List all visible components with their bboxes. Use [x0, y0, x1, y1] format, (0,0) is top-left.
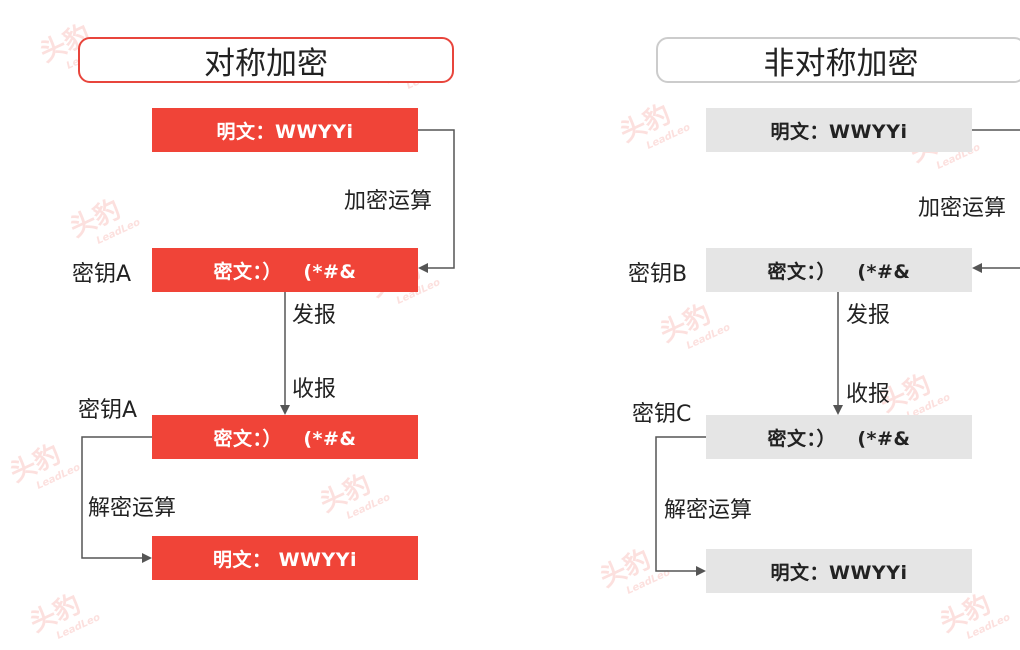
- asymmetric-key-label-top: 密钥B: [628, 262, 688, 287]
- asymmetric-send-label: 发报: [846, 303, 891, 328]
- symmetric-key-label-top: 密钥A: [72, 262, 132, 287]
- symmetric-title: 对称加密: [78, 37, 454, 83]
- flow-connectors: [81, 129, 1020, 576]
- symmetric-decrypt-label: 解密运算: [88, 496, 177, 521]
- symmetric-receive-label: 收报: [292, 377, 337, 402]
- asymmetric-key-label-bottom: 密钥C: [632, 402, 692, 427]
- encrypt-arrow-left: [418, 129, 455, 273]
- asymmetric-encrypt-label: 加密运算: [918, 196, 1007, 221]
- asymmetric-ciphertext-bottom-box: 密文：） (*#&: [706, 415, 972, 459]
- symmetric-plaintext-top-box: 明文：WWYYi: [152, 108, 418, 152]
- asymmetric-title: 非对称加密: [656, 37, 1020, 83]
- decrypt-arrow-left: [81, 436, 152, 563]
- symmetric-key-label-bottom: 密钥A: [78, 398, 138, 423]
- asymmetric-plaintext-top-box: 明文：WWYYi: [706, 108, 972, 152]
- asymmetric-plaintext-bottom-box: 明文：WWYYi: [706, 549, 972, 593]
- symmetric-ciphertext-top-box: 密文：） (*#&: [152, 248, 418, 292]
- asymmetric-decrypt-label: 解密运算: [664, 498, 753, 523]
- asymmetric-receive-label: 收报: [846, 382, 891, 407]
- symmetric-ciphertext-bottom-box: 密文：） (*#&: [152, 415, 418, 459]
- symmetric-plaintext-bottom-box: 明文： WWYYi: [152, 536, 418, 580]
- symmetric-send-label: 发报: [292, 303, 337, 328]
- symmetric-encrypt-label: 加密运算: [344, 189, 433, 214]
- asymmetric-ciphertext-top-box: 密文：） (*#&: [706, 248, 972, 292]
- decrypt-arrow-right: [655, 436, 706, 576]
